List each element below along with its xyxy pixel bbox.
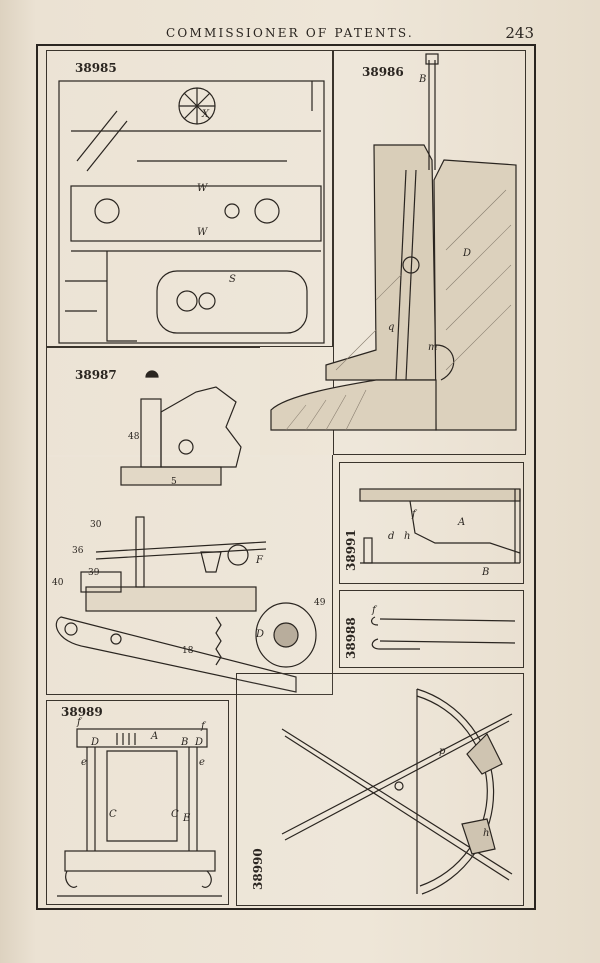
figure-38987-drawing: 48 5 30 36 39 40 F D 18 49 [52, 370, 326, 693]
label-A: A [150, 731, 158, 742]
label-B: B [418, 74, 426, 85]
label-f2: f [200, 721, 207, 732]
page-title: COMMISSIONER OF PATENTS. [166, 26, 414, 40]
figure-38985: 38985 X W W S [46, 50, 333, 347]
label-48: 48 [128, 432, 140, 442]
label-36: 36 [72, 546, 84, 556]
figure-38986-drawing: B D m q [270, 53, 517, 431]
label-B: B [180, 737, 188, 748]
figure-38989-drawing: f f D A B D C C E e e [57, 717, 222, 897]
figure-38991-drawing: f A d h B [359, 488, 521, 578]
label-49: 49 [314, 598, 326, 608]
label-h: h [404, 531, 410, 542]
label-C2: C [171, 809, 179, 820]
label-B: B [481, 567, 489, 578]
figure-38988-drawing: f [371, 605, 516, 650]
figure-38990-drawing: p h [281, 688, 513, 895]
figure-38990: 38990 p h [236, 673, 524, 906]
figures-frame [36, 44, 536, 910]
figure-number: 38985 [75, 61, 117, 75]
figure-38991: 38991 f A d h B [339, 462, 524, 584]
figure-number: 38989 [61, 705, 103, 719]
label-D: D [90, 737, 99, 748]
label-D: D [462, 248, 471, 259]
label-30: 30 [90, 520, 102, 530]
figure-38987: 38987 [46, 347, 260, 457]
label-m: m [428, 342, 437, 353]
figure-38989: 38989 f f D A B D C C E e e [46, 700, 229, 905]
label-W: W [197, 183, 208, 194]
label-S: S [229, 274, 236, 285]
figure-38987-lower [46, 455, 333, 695]
figure-38985-drawing: X W W S [58, 80, 325, 344]
label-18: 18 [182, 646, 194, 656]
label-W2: W [197, 227, 208, 238]
figure-number: 38987 [75, 368, 117, 382]
label-D2: D [194, 737, 203, 748]
label-E: E [182, 813, 191, 824]
label-f: f [76, 717, 83, 728]
label-X: X [201, 109, 210, 120]
figure-number: 38986 [362, 65, 404, 79]
label-h: h [483, 828, 489, 839]
label-5: 5 [171, 477, 177, 487]
label-d: d [388, 531, 394, 542]
label-A: A [457, 517, 465, 528]
label-q: q [388, 322, 394, 333]
label-F: F [255, 555, 264, 566]
label-e: e [81, 757, 87, 768]
page-header: COMMISSIONER OF PATENTS. 243 [40, 24, 540, 44]
page-number: 243 [505, 24, 534, 42]
label-f: f [371, 605, 378, 616]
label-e2: e [199, 757, 205, 768]
figure-38988: 38988 f [339, 590, 524, 668]
label-f: f [411, 509, 418, 520]
label-39: 39 [88, 568, 100, 578]
label-40: 40 [52, 578, 64, 588]
label-C: C [109, 809, 117, 820]
label-p: p [439, 746, 446, 757]
label-D: D [255, 629, 264, 640]
